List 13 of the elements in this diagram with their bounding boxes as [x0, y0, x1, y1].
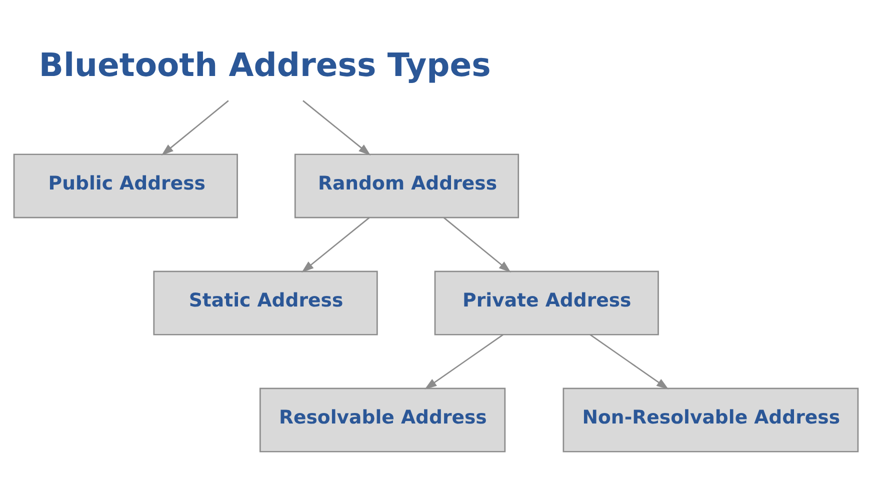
arrow	[161, 100, 229, 156]
arrow	[590, 334, 669, 390]
node-box: Resolvable Address	[259, 388, 506, 452]
node-box: Static Address	[153, 270, 378, 336]
node-box: Private Address	[434, 270, 659, 336]
arrow	[424, 334, 504, 390]
arrow	[302, 217, 370, 272]
node-box: Non-Resolvable Address	[562, 388, 859, 452]
node-box: Public Address	[13, 154, 238, 218]
arrow	[443, 217, 511, 272]
arrow	[302, 100, 371, 156]
node-text: Bluetooth Address Types	[38, 46, 491, 84]
node-box: Random Address	[294, 154, 520, 218]
